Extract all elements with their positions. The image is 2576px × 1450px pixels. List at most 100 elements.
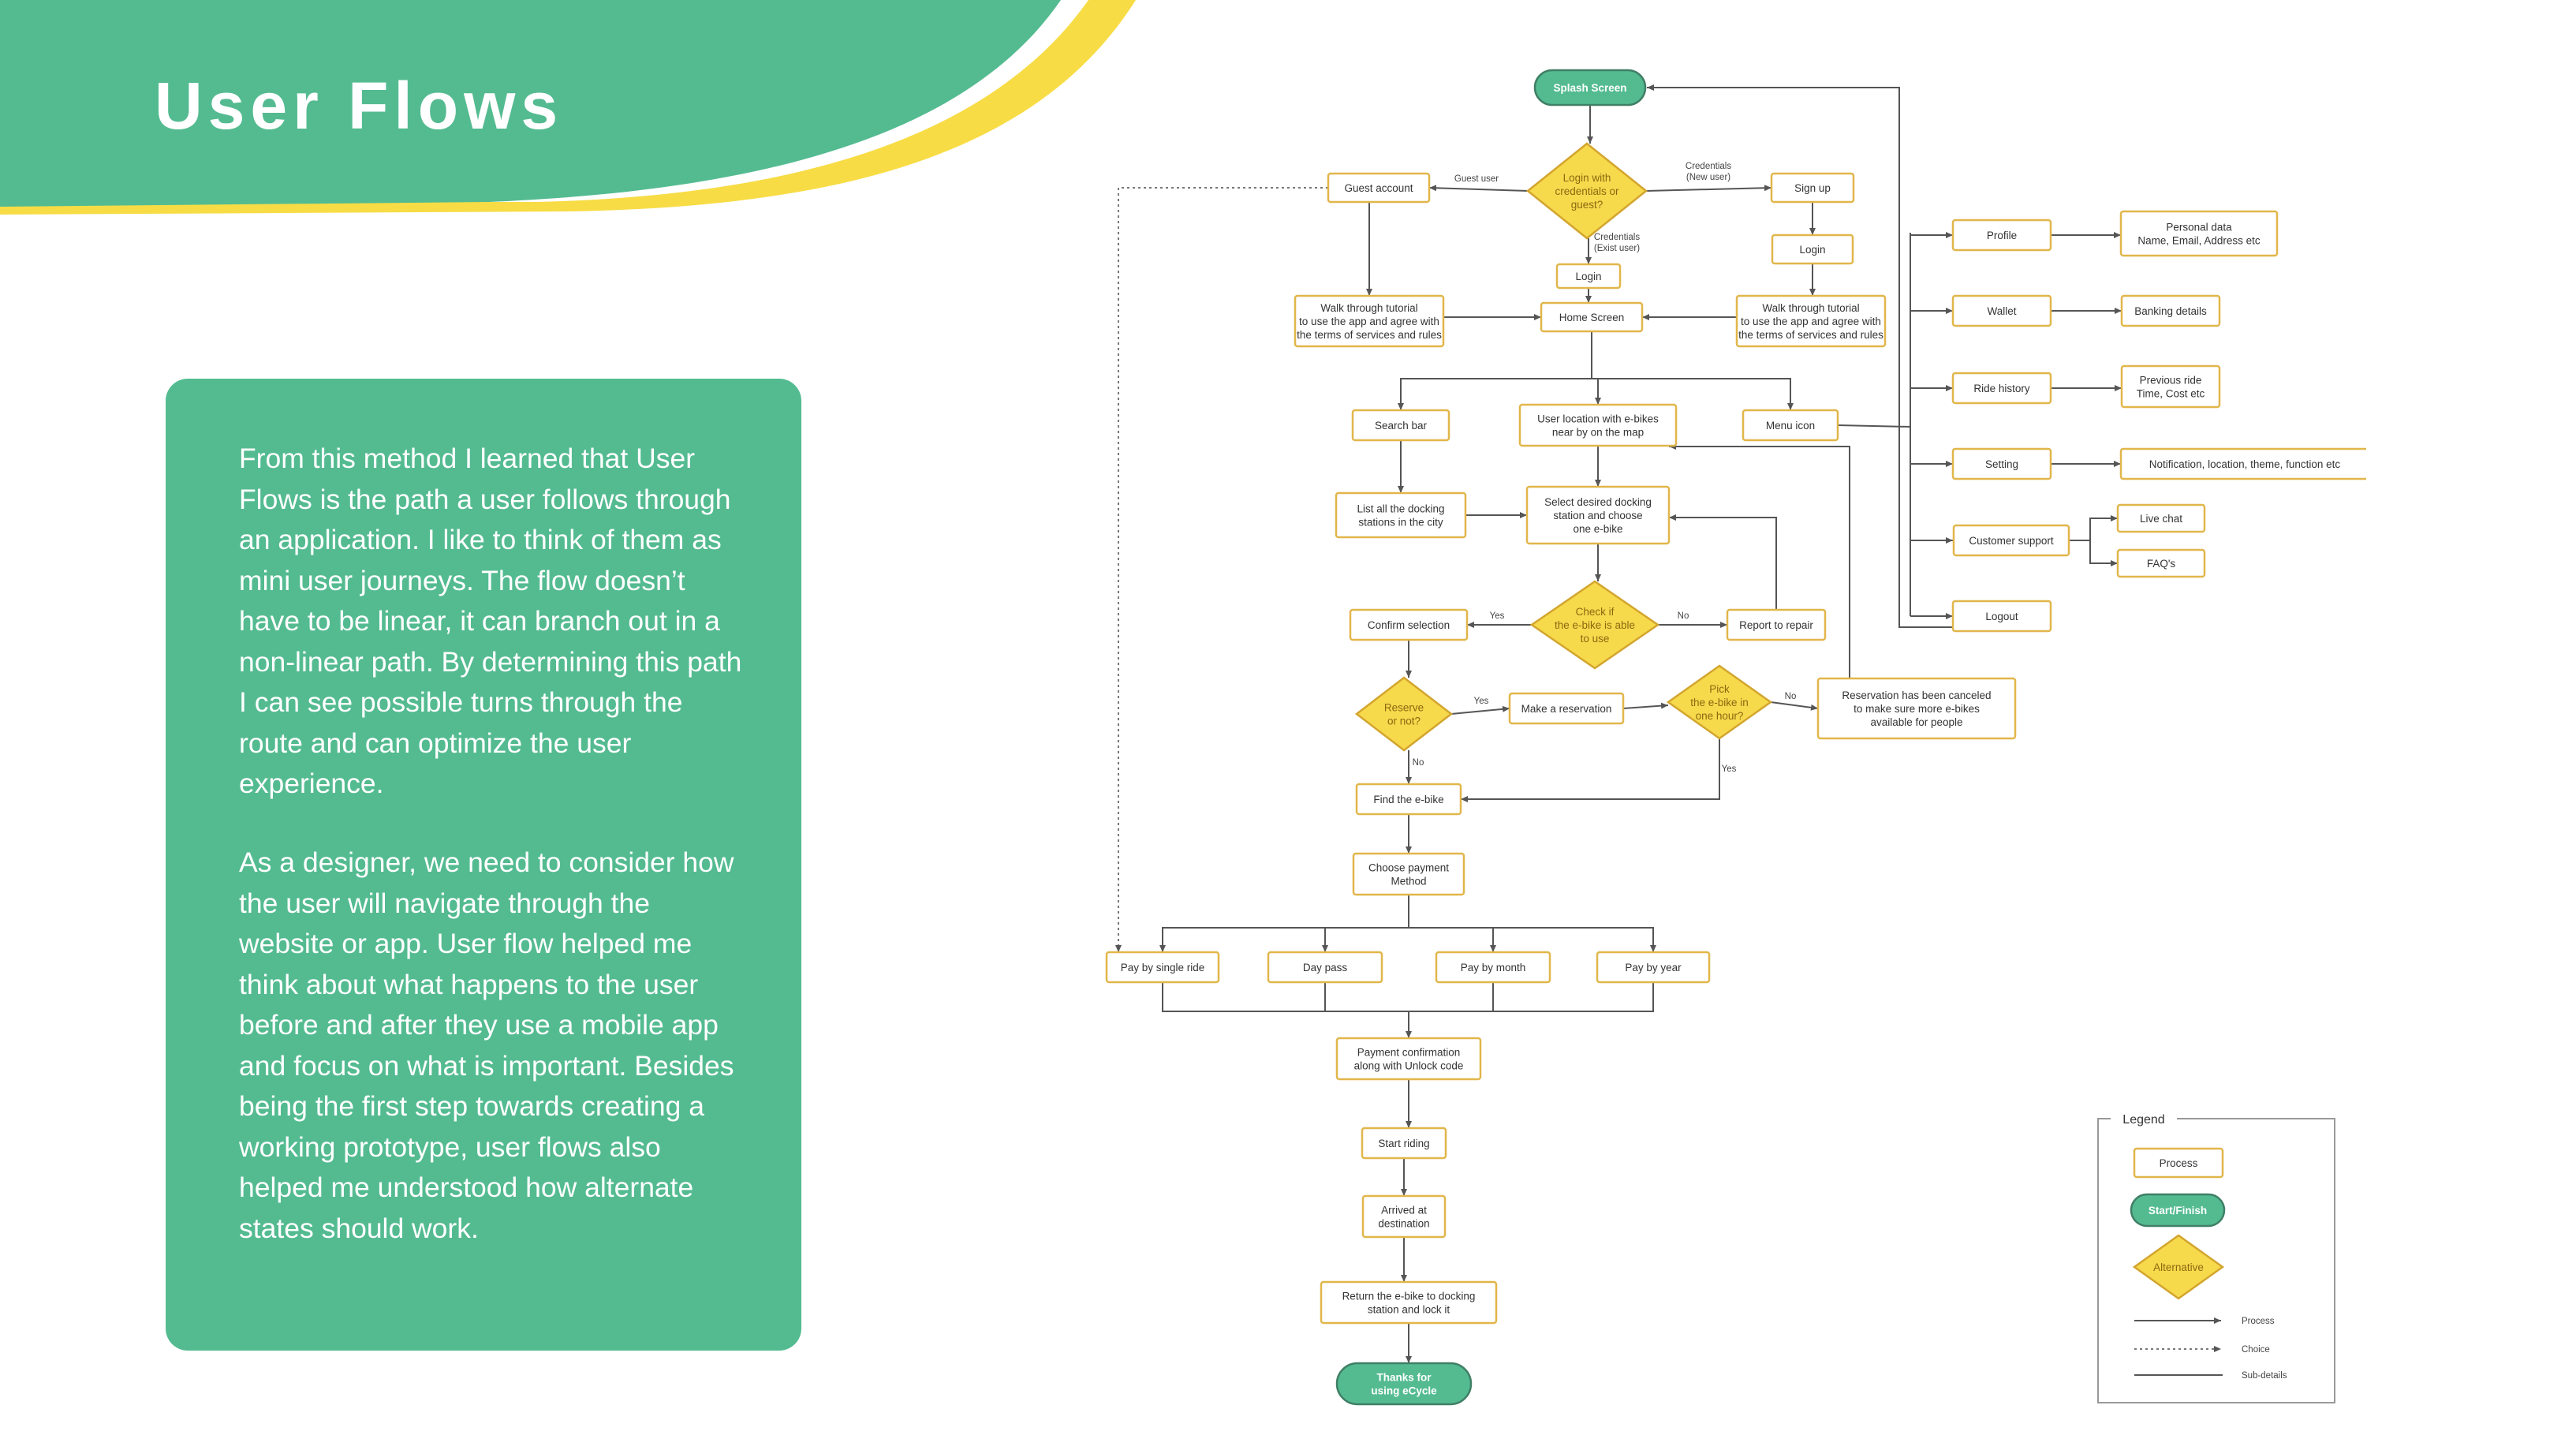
- process-box: [1320, 1280, 1498, 1325]
- flow-edge: [1428, 185, 1529, 192]
- node-label: Find the e-bike: [1373, 794, 1443, 805]
- legend-title: Legend: [2122, 1113, 2164, 1127]
- node-label-line: Thanks for: [1376, 1372, 1432, 1384]
- node-label: Splash Screen: [1553, 82, 1626, 94]
- node-label-line: Menu icon: [1766, 420, 1815, 432]
- decision-diamond: [1529, 580, 1660, 670]
- decision-diamond: [1666, 664, 1773, 740]
- process-box: [1951, 294, 2052, 327]
- node-label-line: station and lock it: [1368, 1304, 1450, 1316]
- edge-label-line: (Exist user): [1594, 244, 1640, 253]
- legend-alternative-label: Alternative: [2153, 1261, 2204, 1273]
- info-paragraph-1: From this method I learned that User Flo…: [239, 443, 742, 799]
- banner-green-wave: [0, 0, 1061, 207]
- process-box: [1294, 294, 1445, 348]
- process-box: [1349, 608, 1469, 641]
- legend-frame: [2097, 1118, 2335, 1403]
- node-label-line: Profile: [1987, 230, 2017, 241]
- flow-node-logout: Logout: [1951, 600, 2052, 633]
- node-label-line: Arrived at: [1381, 1205, 1427, 1216]
- node-label-line: Confirm selection: [1368, 619, 1450, 631]
- node-label-line: Login with: [1563, 172, 1611, 184]
- node-label-line: or not?: [1387, 716, 1421, 727]
- flow-edge: [1159, 895, 1409, 952]
- node-label: Sign up: [1794, 182, 1831, 194]
- node-label-line: the e-bike is able: [1555, 619, 1635, 631]
- decision-diamond: [1525, 142, 1648, 240]
- node-label: Home Screen: [1559, 312, 1625, 323]
- flow-node-single: Pay by single ride: [1105, 951, 1220, 984]
- node-label-line: Pick: [1709, 683, 1730, 695]
- flow-node-history: Ride history: [1951, 372, 2052, 405]
- node-label-line: Start riding: [1378, 1138, 1429, 1149]
- node-label-line: Login: [1799, 244, 1825, 256]
- flow-edge: [1409, 927, 1656, 952]
- process-box: [2120, 294, 2221, 327]
- edge-label-cred_new: Credentials(New user): [1686, 162, 1731, 182]
- edge-label-no_check: No: [1678, 611, 1689, 621]
- process-box: [1335, 491, 1467, 539]
- edge-label-line: Credentials: [1686, 162, 1731, 171]
- banner-yellow-swoosh: [0, 0, 1136, 215]
- node-label-line: Time, Cost etc: [2137, 388, 2205, 400]
- flow-edge: [1162, 982, 1654, 1012]
- node-label-line: Pay by year: [1625, 962, 1682, 974]
- edge-label-line: Yes: [1490, 611, 1505, 621]
- node-label-line: Check if: [1576, 606, 1615, 618]
- node-label-line: Splash Screen: [1553, 82, 1626, 94]
- node-label-line: Pay by month: [1461, 962, 1526, 974]
- edge-label-line: No: [1678, 611, 1689, 621]
- flow-node-support: Customer support: [1952, 524, 2070, 557]
- node-label-line: Home Screen: [1559, 312, 1625, 323]
- process-box: [1726, 608, 1827, 641]
- process-box: [1352, 852, 1465, 896]
- process-box: [1951, 600, 2052, 633]
- node-label: Report to repair: [1739, 619, 1813, 631]
- node-label: Menu icon: [1766, 420, 1815, 432]
- node-label-line: Walk through tutorial: [1762, 302, 1859, 314]
- flow-node-banking: Banking details: [2120, 294, 2221, 327]
- node-label: Arrived at destination: [1378, 1205, 1429, 1230]
- process-box: [1525, 485, 1671, 545]
- flow-node-notif: Notification, location, theme, function …: [2119, 447, 2366, 480]
- node-label: Pay by month: [1461, 962, 1526, 974]
- node-label-line: destination: [1378, 1218, 1429, 1230]
- flow-node-month: Pay by month: [1435, 951, 1551, 984]
- node-label-line: User location with e-bikes: [1537, 413, 1659, 425]
- node-label-line: guest?: [1571, 199, 1603, 211]
- header-banner: [0, 0, 1136, 215]
- edge-label-no_pick: No: [1785, 692, 1797, 701]
- node-label-line: Guest account: [1344, 182, 1413, 194]
- flow-edge: [1669, 514, 1777, 610]
- node-label-line: Previous ride: [2140, 375, 2202, 387]
- flow-edge: [1450, 705, 1510, 715]
- node-label: Pay by year: [1625, 962, 1682, 974]
- process-box: [2116, 548, 2206, 578]
- edge-label-line: Credentials: [1594, 233, 1640, 242]
- node-label-line: Make a reservation: [1521, 703, 1612, 715]
- process-box: [2120, 364, 2221, 409]
- process-box: [1518, 403, 1678, 447]
- flow-node-menu: Menu icon: [1742, 409, 1839, 442]
- edge-label-line: No: [1785, 692, 1797, 701]
- node-label-line: Personal data: [2166, 222, 2232, 234]
- node-label-line: Name, Email, Address etc: [2137, 235, 2261, 247]
- node-label-line: Search bar: [1375, 420, 1428, 432]
